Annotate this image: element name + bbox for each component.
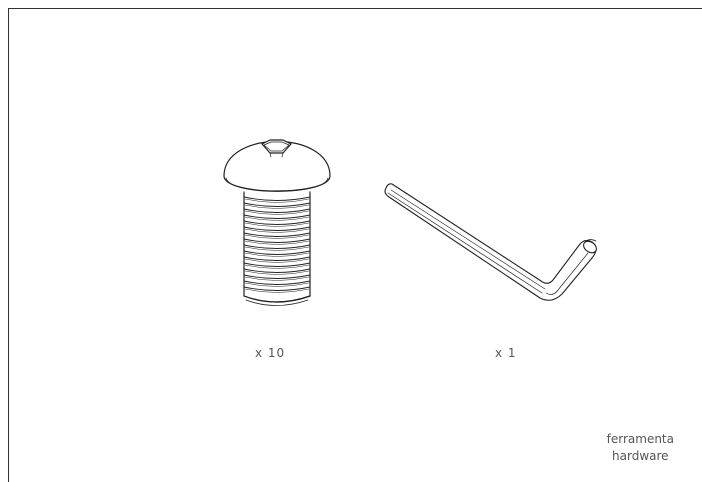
thread-line: [244, 240, 310, 245]
thread-line: [244, 252, 310, 257]
thread-line: [244, 234, 310, 239]
thread-line: [244, 216, 310, 221]
screw-quantity-label: x 10: [255, 346, 286, 360]
thread-line: [243, 238, 311, 243]
thread-line: [244, 204, 310, 209]
thread-line: [244, 258, 310, 263]
thread-line: [243, 280, 311, 285]
caption-english: hardware: [612, 449, 669, 463]
thread-line: [244, 264, 310, 269]
thread-line: [243, 262, 311, 267]
thread-line: [244, 282, 310, 287]
thread-line: [243, 250, 311, 255]
thread-line: [243, 268, 311, 273]
caption-italian: ferramenta: [606, 432, 674, 446]
thread-line: [244, 276, 310, 281]
thread-line: [243, 274, 311, 279]
thread-line: [243, 196, 311, 201]
thread-line: [244, 228, 310, 233]
caption: ferramenta hardware: [607, 431, 674, 465]
thread-line: [243, 232, 311, 237]
drawing-frame: [8, 8, 702, 482]
thread-line: [243, 226, 311, 231]
button-head-hex-socket-screw-icon: [223, 139, 331, 306]
thread-line: [243, 256, 311, 261]
thread-line: [243, 202, 311, 207]
thread-line: [244, 246, 310, 251]
thread-line: [243, 286, 311, 291]
allen-key-quantity-label: x 1: [495, 346, 517, 360]
thread-line: [244, 210, 310, 215]
thread-line: [243, 244, 311, 249]
thread-line: [243, 208, 311, 213]
hex-allen-key-icon: [384, 183, 597, 301]
thread-line: [243, 220, 311, 225]
thread-line: [243, 214, 311, 219]
thread-line: [244, 288, 310, 293]
thread-line: [244, 270, 310, 275]
thread-line: [244, 222, 310, 227]
thread-line: [244, 198, 310, 203]
